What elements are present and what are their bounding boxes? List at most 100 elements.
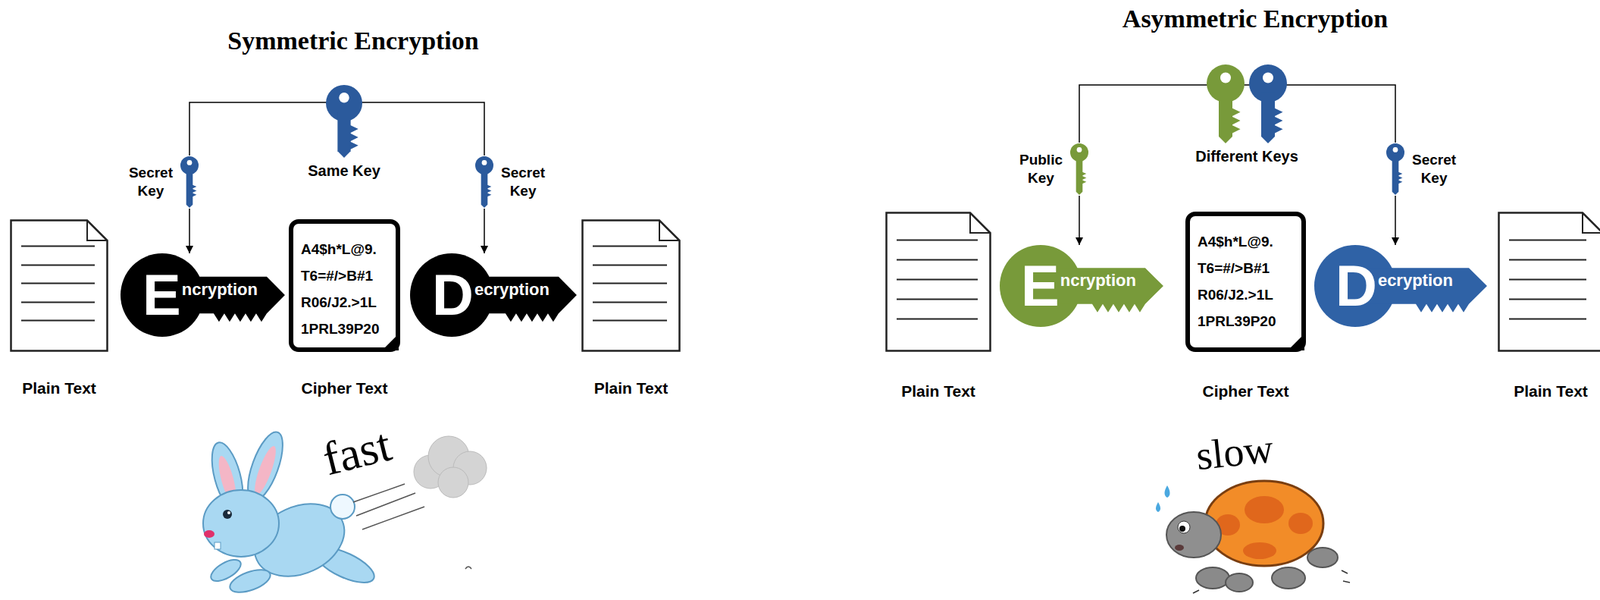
plain-document: Plain Text (9, 219, 109, 398)
key-label: Same Key (291, 162, 398, 180)
turtle-figure-part (1225, 572, 1253, 592)
key-teeth (486, 184, 492, 197)
document-label: Plain Text (9, 378, 109, 398)
turtle-figure-part (1164, 485, 1171, 498)
rabbit-figure-part (465, 566, 472, 569)
key-icon (1249, 64, 1287, 144)
key-icon (180, 156, 199, 208)
key-teeth (1397, 171, 1403, 184)
panel-heading: Asymmetric Encryption (1122, 4, 1388, 34)
rabbit-figure-part (356, 492, 416, 516)
encryption-key-shape: Encryption (999, 244, 1164, 327)
document-sheet (885, 211, 992, 352)
turtle-figure-part (1177, 520, 1190, 533)
document-lines (896, 240, 978, 320)
connector-line (1078, 195, 1081, 245)
cipher-text: A4$h*L@9. T6=#/>B#1 R06/J2.>1L 1PRL39P20 (288, 219, 389, 342)
rabbit-figure-part (207, 554, 245, 585)
document-sheet: A4$h*L@9. T6=#/>B#1 R06/J2.>1L 1PRL39P20 (1185, 211, 1306, 352)
turtle-figure-part (1307, 547, 1338, 567)
document-fold (1287, 333, 1305, 351)
key-shaft (186, 169, 194, 208)
key-hole (338, 92, 349, 103)
document-border (1499, 212, 1600, 351)
key-shape-text: Decryption (432, 266, 550, 324)
decryption-key-shape: Decryption (410, 253, 577, 337)
document-fold (970, 212, 991, 234)
key-teeth (191, 184, 197, 197)
key-hole (1262, 72, 1274, 84)
rabbit-figure-part (353, 483, 405, 502)
document-outline (9, 219, 109, 352)
connector-line (189, 102, 292, 156)
key-icon (475, 156, 494, 208)
document-sheet (1497, 211, 1600, 352)
turtle-figure-part (1243, 541, 1277, 559)
key-label: Secret Key (128, 163, 173, 201)
key-icon (472, 155, 496, 209)
cipher-text: A4$h*L@9. T6=#/>B#1 R06/J2.>1L 1PRL39P20 (1185, 211, 1294, 335)
key-teeth (1081, 171, 1087, 184)
key-hole (1393, 147, 1399, 153)
key-icon (325, 84, 363, 158)
speed-word: slow (1193, 424, 1276, 480)
key-shape-text: Decryption (1335, 256, 1453, 315)
turtle-figure-part (1288, 512, 1313, 534)
turtle-figure (1155, 480, 1350, 593)
rabbit-figure-part (227, 510, 231, 514)
key-shape-text: Encryption (142, 266, 258, 324)
turtle-figure-part (1271, 566, 1306, 589)
rabbit-figure-part (203, 489, 279, 557)
key-teeth (1274, 107, 1284, 134)
turtle-figure-part (1179, 525, 1186, 532)
key-shaft (1261, 93, 1275, 145)
connector-line (188, 208, 191, 254)
key-line (1178, 84, 1316, 86)
secret-key: Secret Key (472, 155, 545, 209)
connector-line (483, 208, 486, 254)
connector-line (1079, 84, 1179, 143)
panel-heading: Symmetric Encryption (227, 26, 479, 56)
key-hole (187, 159, 193, 166)
connector-line (1394, 195, 1397, 245)
key-hole (1077, 147, 1083, 153)
key-teeth (350, 125, 359, 150)
turtle-figure-part (1174, 544, 1184, 551)
label-anchor: Asymmetric Encryption (1122, 4, 1388, 34)
rabbit-figure-part (250, 443, 280, 496)
document-label: Plain Text (885, 381, 992, 401)
key-shaft (1076, 156, 1084, 195)
key-shaft (481, 169, 489, 208)
key-hole (482, 159, 488, 166)
document-outline (581, 219, 681, 352)
label-anchor: Symmetric Encryption (227, 26, 479, 56)
secret-key: Secret Key (1383, 142, 1456, 196)
document-border (886, 212, 991, 351)
plain-document: Plain Text (1497, 211, 1600, 401)
document-fold (87, 220, 108, 242)
key-shape-text: Encryption (1020, 256, 1137, 315)
key-icon-group (1178, 62, 1316, 145)
key-label: Secret Key (1412, 150, 1456, 188)
key-icon (1386, 143, 1405, 195)
turtle-figure-part (1166, 511, 1222, 558)
document-fold (381, 333, 399, 351)
document-fold (659, 220, 680, 242)
key-pair: Different Keys (1178, 62, 1316, 166)
turtle-figure-part (1192, 569, 1350, 593)
key-hole (1220, 72, 1231, 84)
document-fold (1582, 212, 1600, 234)
key-shaft (337, 112, 351, 158)
document-label: Cipher Text (288, 378, 401, 398)
turtle-figure-part (1155, 501, 1161, 512)
plain-document: Plain Text (581, 219, 681, 398)
document-label: Plain Text (1497, 381, 1600, 401)
shared-key: Same Key (291, 83, 398, 180)
label-anchor: fast (317, 417, 397, 487)
turtle-figure-part (1205, 480, 1324, 566)
key-icon (1070, 143, 1089, 195)
key-shaft (1218, 93, 1233, 145)
connector-line (1315, 84, 1396, 143)
document-label: Cipher Text (1185, 381, 1306, 401)
document-outline (1497, 211, 1600, 352)
